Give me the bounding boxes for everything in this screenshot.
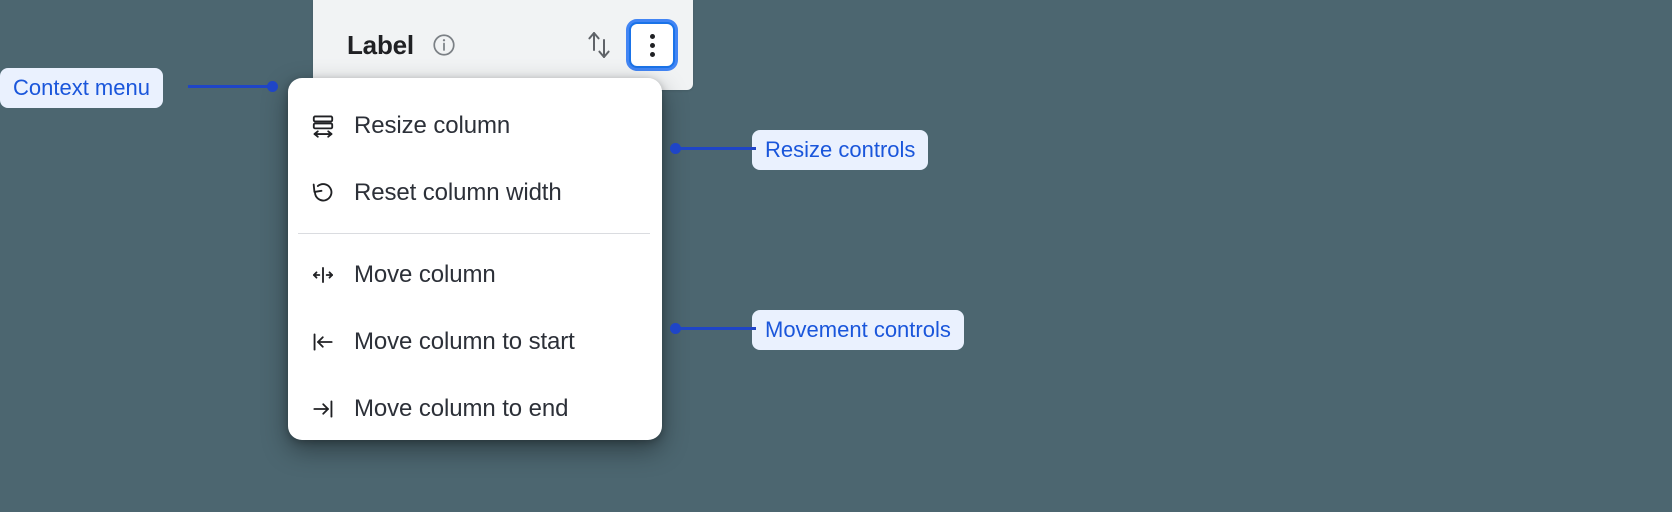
move-to-end-icon xyxy=(308,394,338,424)
more-vertical-icon xyxy=(649,33,655,57)
column-header: Label xyxy=(313,0,693,90)
reset-width-icon xyxy=(308,178,338,208)
info-circle-icon[interactable] xyxy=(430,31,458,59)
menu-item-reset-column-width[interactable]: Reset column width xyxy=(288,159,662,226)
annotation-dot-movement-controls xyxy=(670,323,681,334)
annotation-label-resize-controls: Resize controls xyxy=(752,130,929,170)
menu-item-label: Move column xyxy=(354,260,496,288)
annotation-connector-movement-controls xyxy=(678,327,756,330)
annotation-connector-resize-controls xyxy=(678,147,756,150)
annotation-dot-resize-controls xyxy=(670,143,681,154)
page-title: Label xyxy=(347,30,414,60)
resize-column-icon xyxy=(308,111,338,141)
annotation-label-context-menu: Context menu xyxy=(0,68,163,108)
menu-item-resize-column[interactable]: Resize column xyxy=(288,92,662,159)
menu-item-label: Move column to end xyxy=(354,394,569,422)
annotation-dot-context-menu xyxy=(267,81,278,92)
menu-item-label: Move column to start xyxy=(354,327,575,355)
menu-item-move-column-to-end[interactable]: Move column to end xyxy=(288,375,662,440)
move-to-start-icon xyxy=(308,327,338,357)
menu-item-move-column[interactable]: Move column xyxy=(288,241,662,308)
context-menu: Resize column Reset column width xyxy=(288,78,662,440)
annotation-connector-context-menu xyxy=(188,85,272,88)
menu-item-label: Resize column xyxy=(354,111,511,139)
menu-item-label: Reset column width xyxy=(354,178,562,206)
annotation-label-movement-controls: Movement controls xyxy=(752,310,964,350)
sort-up-down-icon[interactable] xyxy=(583,27,615,63)
menu-item-move-column-to-start[interactable]: Move column to start xyxy=(288,308,662,375)
more-vertical-icon-button[interactable] xyxy=(629,22,675,68)
move-column-icon xyxy=(308,260,338,290)
menu-divider xyxy=(298,233,650,234)
